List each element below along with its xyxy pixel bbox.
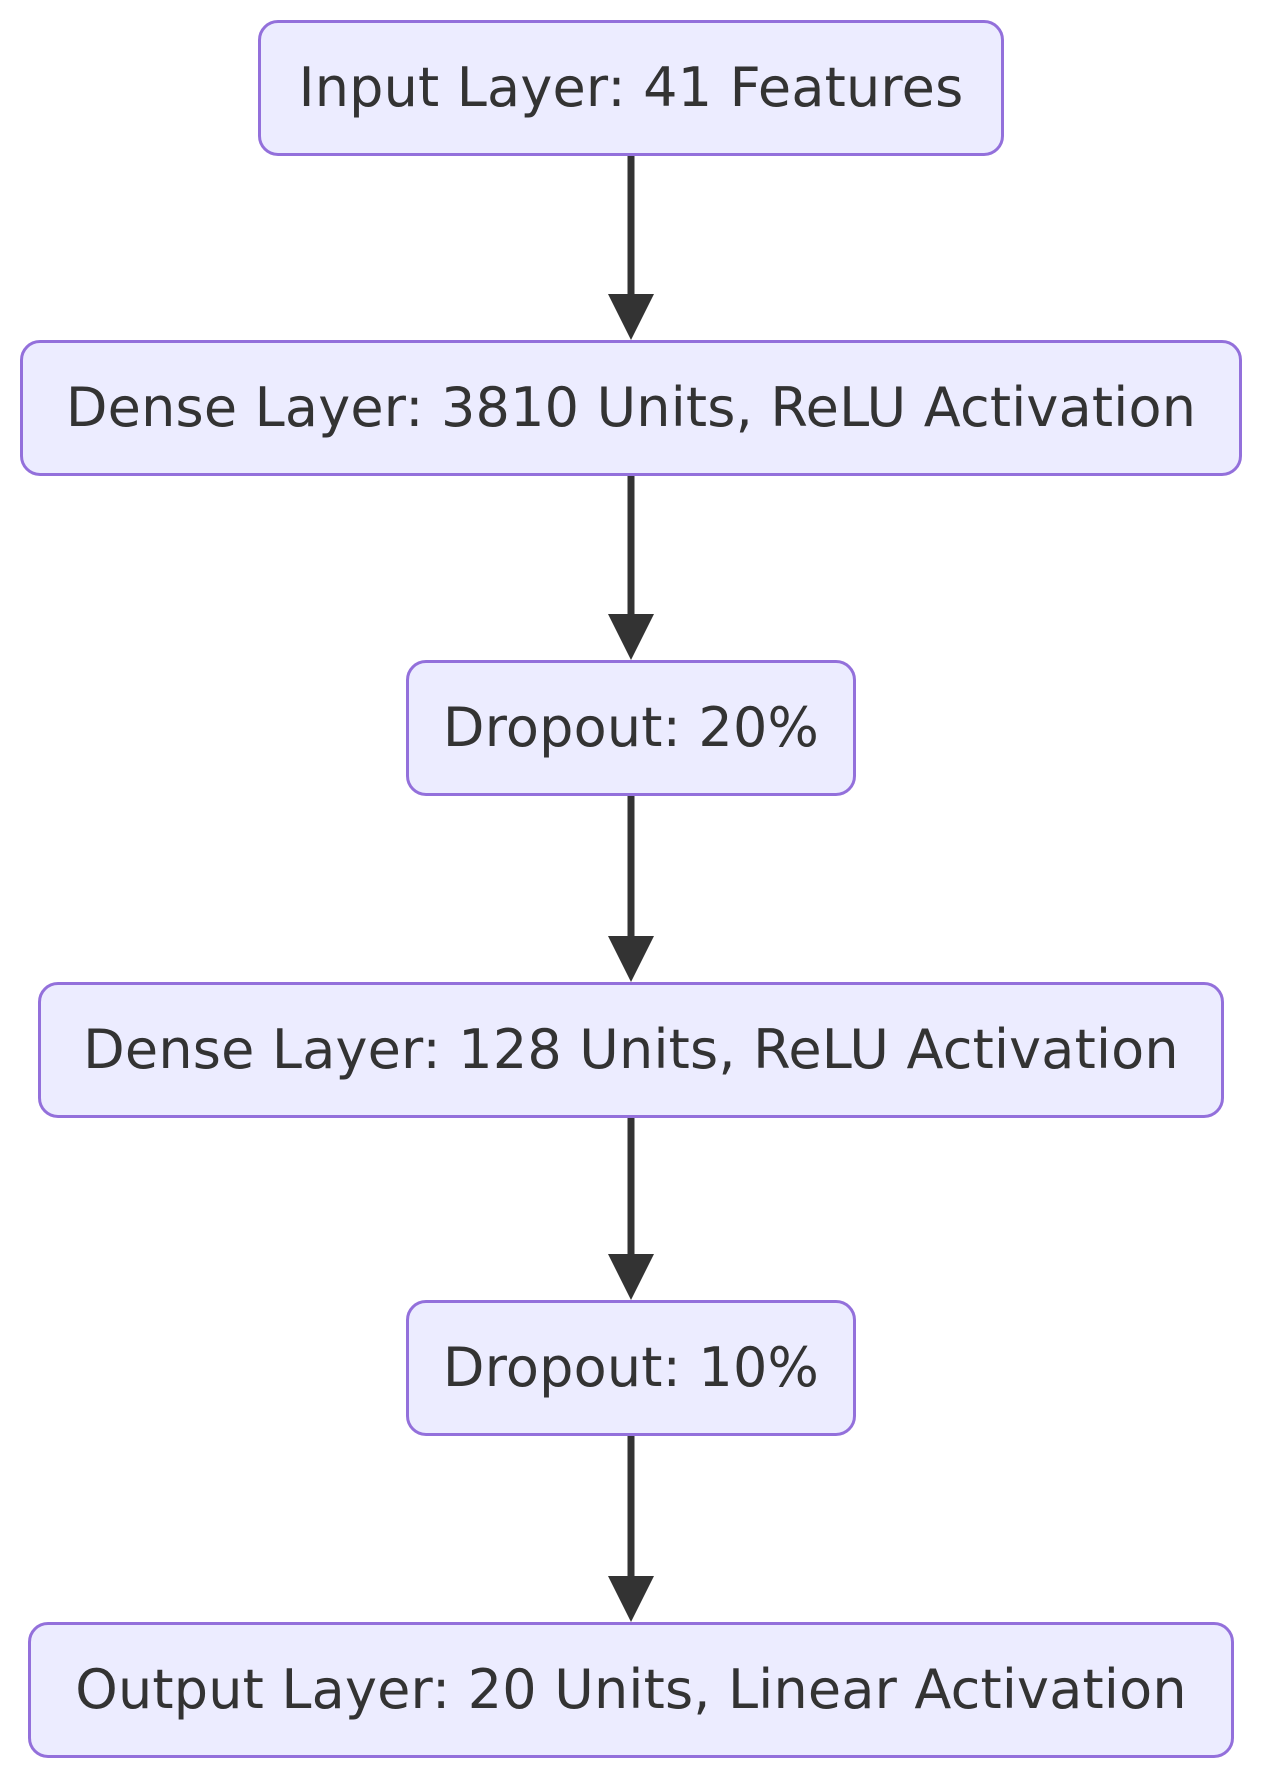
edge-dense1-to-dropout1 xyxy=(608,476,654,660)
node-label: Dense Layer: 3810 Units, ReLU Activation xyxy=(65,376,1197,439)
node-label: Dense Layer: 128 Units, ReLU Activation xyxy=(83,1018,1179,1081)
arrowhead-icon xyxy=(608,936,654,982)
node-dense-layer-1: Dense Layer: 3810 Units, ReLU Activation xyxy=(20,340,1242,476)
node-label: Input Layer: 41 Features xyxy=(298,56,964,119)
arrowhead-icon xyxy=(608,614,654,660)
node-label: Output Layer: 20 Units, Linear Activatio… xyxy=(75,1658,1187,1721)
node-output-layer: Output Layer: 20 Units, Linear Activatio… xyxy=(28,1622,1234,1758)
edge-input-to-dense1 xyxy=(608,156,654,340)
node-dense-layer-2: Dense Layer: 128 Units, ReLU Activation xyxy=(38,982,1224,1118)
node-dropout-1: Dropout: 20% xyxy=(406,660,856,796)
node-label: Dropout: 10% xyxy=(442,1336,820,1399)
edge-dropout2-to-output xyxy=(608,1436,654,1622)
edge-dropout1-to-dense2 xyxy=(608,796,654,982)
node-label: Dropout: 20% xyxy=(442,696,820,759)
arrowhead-icon xyxy=(608,294,654,340)
arrowhead-icon xyxy=(608,1576,654,1622)
arrowhead-icon xyxy=(608,1254,654,1300)
edge-dense2-to-dropout2 xyxy=(608,1118,654,1300)
node-input-layer: Input Layer: 41 Features xyxy=(258,20,1004,156)
node-dropout-2: Dropout: 10% xyxy=(406,1300,856,1436)
